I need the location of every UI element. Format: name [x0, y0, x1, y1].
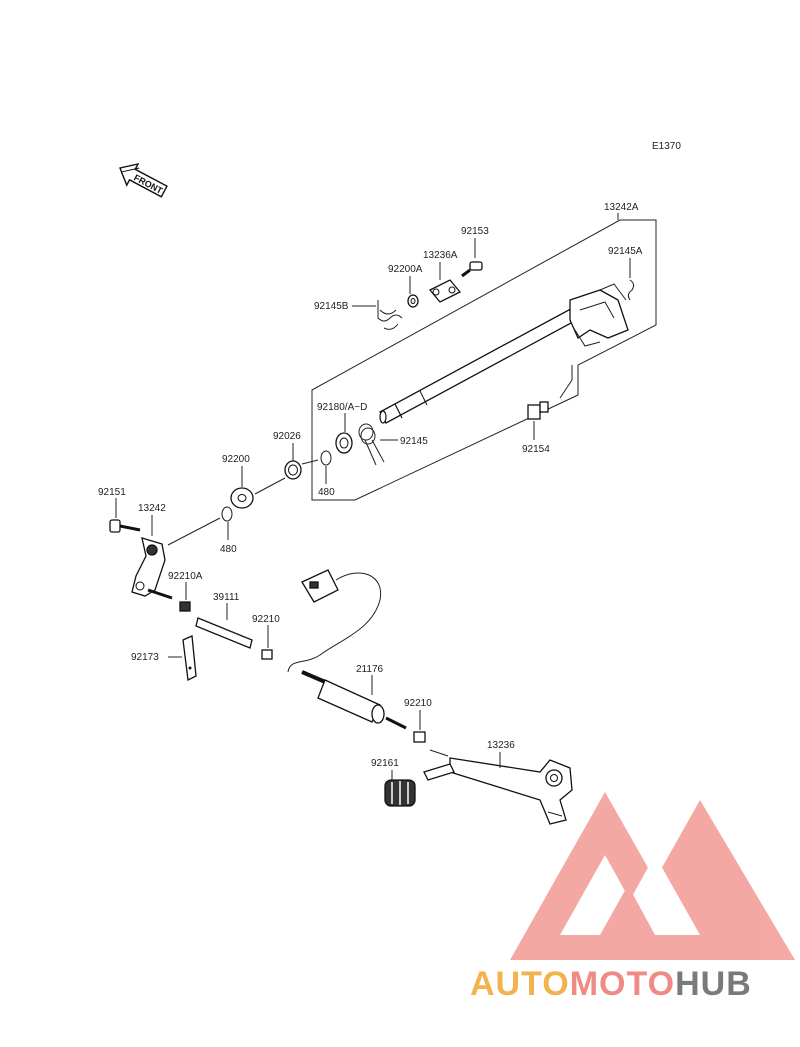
watermark-text: AUTOMOTOHUB [470, 965, 752, 1003]
rod-39111 [195, 617, 253, 649]
shift-sensor-21176 [301, 670, 407, 730]
label-92210-lower: 92210 [404, 698, 432, 709]
plate-92173 [182, 635, 197, 681]
label-13236a: 13236A [423, 250, 458, 261]
label-92145a: 92145A [608, 246, 643, 257]
spring-92145a [627, 279, 635, 301]
nut-92210-lower [413, 731, 426, 743]
label-92153: 92153 [461, 226, 489, 237]
shift-shaft [379, 283, 629, 424]
nut-92210a [179, 601, 191, 612]
label-92026: 92026 [273, 431, 301, 442]
watermark-auto: AUTO [470, 965, 570, 1003]
label-92151: 92151 [98, 487, 126, 498]
pedal-rubber-92161 [384, 779, 416, 807]
label-92145b: 92145B [314, 301, 349, 312]
label-92210a: 92210A [168, 571, 203, 582]
label-92154: 92154 [522, 444, 550, 455]
label-13236: 13236 [487, 740, 515, 751]
label-13242: 13242 [138, 503, 166, 514]
bolt-near-lever [147, 588, 173, 600]
watermark-moto: MOTO [570, 965, 675, 1003]
label-13242a: 13242A [604, 202, 639, 213]
label-92180: 92180/A~D [317, 402, 367, 413]
label-39111: 39111 [213, 592, 240, 603]
label-480-lower: 480 [220, 544, 237, 555]
shift-pedal-13236 [423, 757, 573, 825]
circlip-480-lower [221, 506, 233, 522]
spring-92145 [358, 423, 385, 466]
label-92210-middle: 92210 [252, 614, 280, 625]
sensor-connector [287, 569, 382, 673]
label-92200a: 92200A [388, 264, 423, 275]
bolt-92154 [527, 401, 549, 420]
circlip-480-upper [320, 450, 332, 466]
spring-92145b [377, 300, 403, 330]
diagram-code: E1370 [652, 141, 681, 152]
plate-13236a [428, 279, 462, 303]
label-92173: 92173 [131, 652, 159, 663]
nut-92210-middle [261, 649, 273, 660]
label-21176: 21176 [356, 664, 384, 675]
bolt-92151 [109, 519, 141, 533]
watermark-hub: HUB [675, 965, 752, 1003]
watermark-logo-icon [510, 792, 795, 960]
shift-lever-13242 [131, 537, 166, 597]
label-480-upper: 480 [318, 487, 335, 498]
label-92161: 92161 [371, 758, 399, 769]
label-92145: 92145 [400, 436, 428, 447]
front-arrow-icon: FRONT [119, 162, 168, 198]
part-labels: 13242A 92153 13236A 92145A 92200A 92145B… [98, 202, 643, 769]
label-92200: 92200 [222, 454, 250, 465]
bolt-92153 [461, 261, 483, 278]
assembly-outline [311, 219, 657, 501]
